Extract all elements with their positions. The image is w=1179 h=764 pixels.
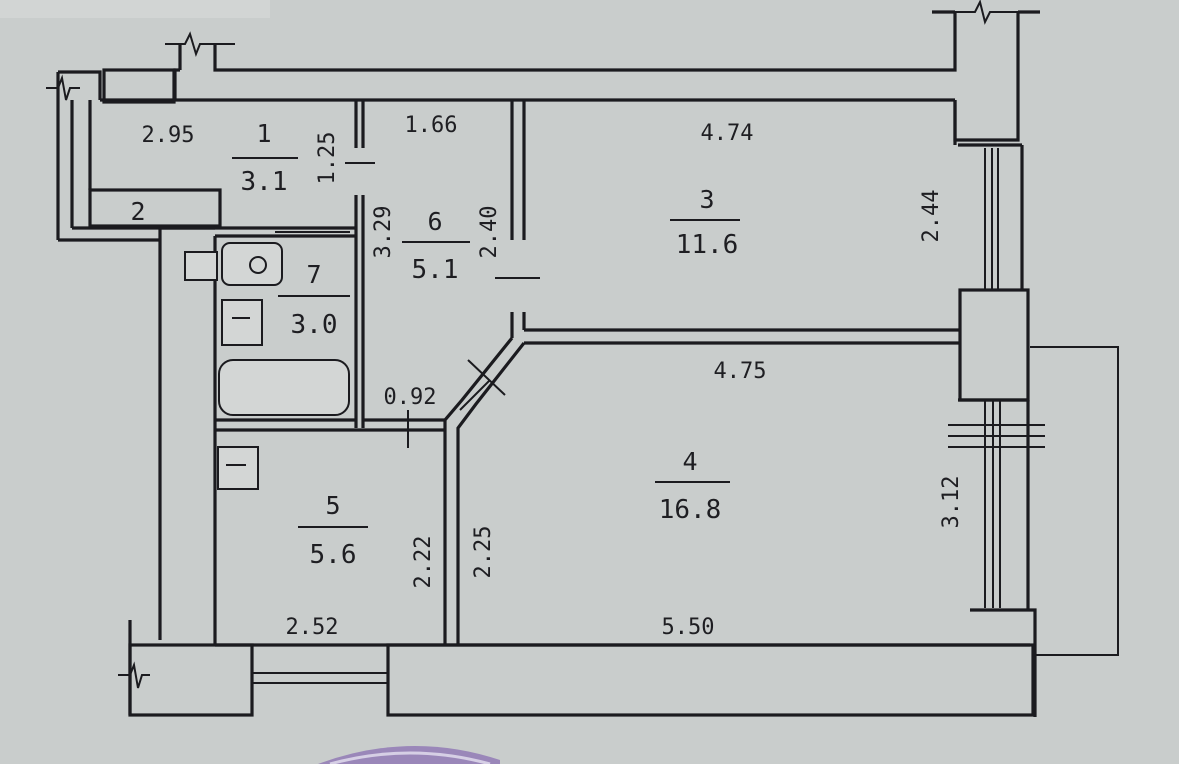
bathroom-fixtures bbox=[184, 242, 350, 490]
exterior-walls bbox=[46, 0, 1040, 242]
dim-room4-width-bottom: 5.50 bbox=[662, 615, 715, 640]
room-number: 6 bbox=[427, 207, 442, 236]
dim-room4-width-top: 4.75 bbox=[714, 359, 767, 384]
dimension-labels: 2.95 1.25 1.66 3.29 2.40 4.74 2.44 4.75 … bbox=[142, 113, 964, 640]
room-label-5: 5 5.6 bbox=[298, 491, 368, 570]
dim-room4-side: 2.25 bbox=[471, 526, 496, 579]
dim-room3-depth: 2.44 bbox=[919, 190, 944, 243]
room-label-3: 3 11.6 bbox=[670, 185, 740, 260]
toilet-icon bbox=[221, 242, 283, 286]
door-marks bbox=[275, 162, 540, 448]
room-area: 3.1 bbox=[241, 167, 288, 197]
sink-icon bbox=[221, 299, 263, 346]
dim-room3-width: 4.74 bbox=[701, 121, 754, 146]
room-label-1: 1 3.1 bbox=[232, 119, 298, 197]
wall-break-symbol bbox=[955, 0, 1018, 25]
wall-break-symbol bbox=[165, 31, 235, 58]
balcony-outline bbox=[1030, 346, 1119, 656]
dim-corridor-width: 0.92 bbox=[384, 385, 437, 410]
dim-room5-depth: 2.22 bbox=[411, 536, 436, 589]
wall-break-symbol bbox=[46, 74, 80, 101]
room-area: 3.0 bbox=[291, 310, 338, 340]
interior-walls bbox=[158, 100, 960, 645]
storage-niche bbox=[88, 188, 222, 228]
room-number: 7 bbox=[306, 260, 321, 289]
dim-room6-depth: 3.29 bbox=[371, 206, 396, 259]
bottom-wall-block bbox=[386, 643, 1035, 717]
window-room-4 bbox=[948, 400, 1045, 608]
dim-room6-width: 1.66 bbox=[405, 113, 458, 138]
dim-room4-depth: 3.12 bbox=[939, 476, 964, 529]
room-area: 16.8 bbox=[659, 495, 722, 525]
room-number: 3 bbox=[699, 185, 714, 214]
dim-room5-width: 2.52 bbox=[286, 615, 339, 640]
wall-break-symbol bbox=[118, 661, 150, 689]
room-label-6: 6 5.1 bbox=[402, 207, 470, 285]
bathtub-icon bbox=[218, 359, 350, 416]
room-area: 11.6 bbox=[676, 230, 739, 260]
room-number: 2 bbox=[130, 197, 145, 226]
dim-room1-depth: 1.25 bbox=[315, 132, 340, 185]
room-label-4: 4 16.8 bbox=[655, 447, 730, 525]
room-area: 5.6 bbox=[310, 540, 357, 570]
kitchen-sink-icon bbox=[217, 446, 259, 490]
dim-partition-opening: 2.40 bbox=[477, 206, 502, 259]
bottom-exterior-wall bbox=[118, 620, 1035, 717]
room-number: 4 bbox=[682, 447, 697, 476]
dim-room1-width: 2.95 bbox=[142, 123, 195, 148]
room-label-2: 2 bbox=[130, 197, 145, 226]
room-area: 5.1 bbox=[412, 255, 459, 285]
stamp bbox=[318, 745, 500, 764]
room-number: 5 bbox=[325, 491, 340, 520]
room-label-7: 7 3.0 bbox=[278, 260, 350, 340]
toilet-tank-icon bbox=[184, 251, 218, 281]
window-room-3 bbox=[984, 148, 999, 290]
room-number: 1 bbox=[256, 119, 271, 148]
paper-highlight bbox=[0, 0, 270, 18]
top-left-column bbox=[102, 68, 176, 104]
